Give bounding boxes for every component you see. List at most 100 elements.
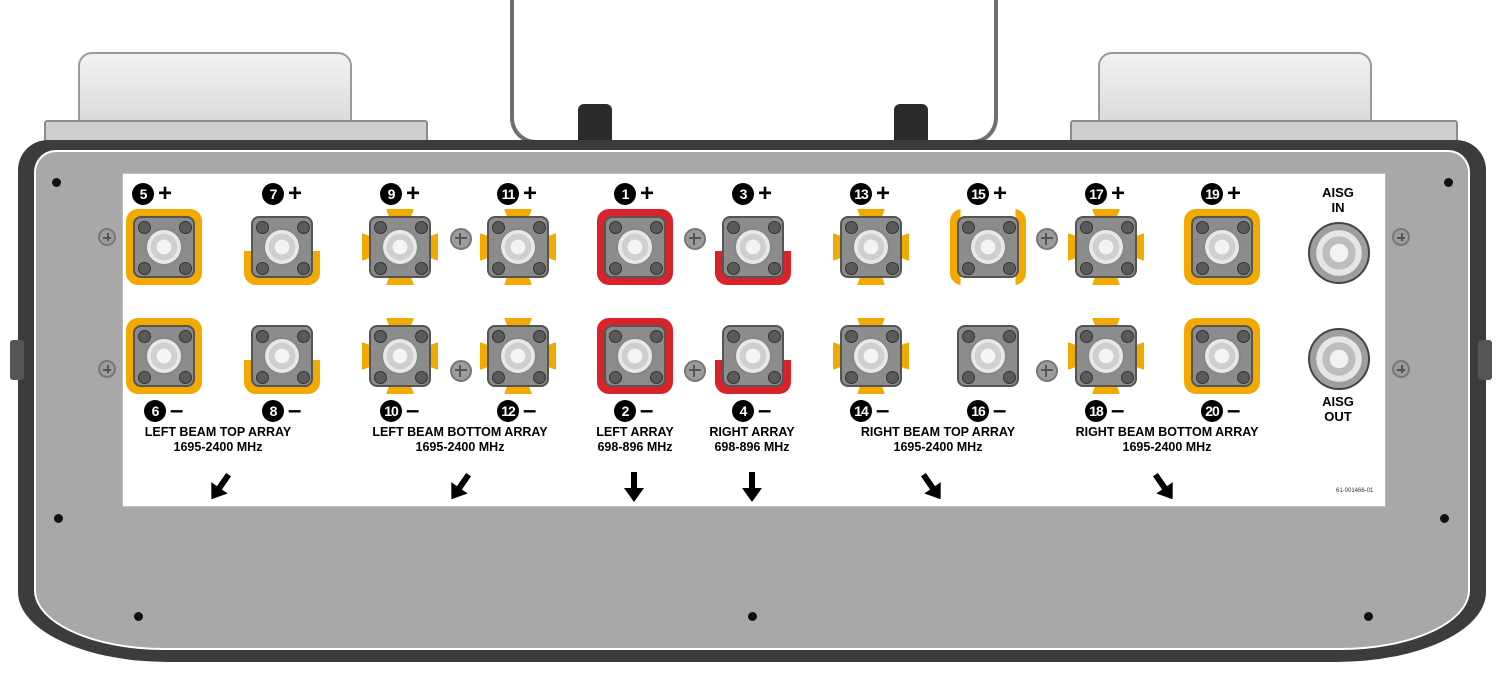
arrow-down-left-icon	[211, 472, 232, 500]
aisg-out-label-line2: OUT	[1324, 409, 1352, 424]
port-label-9: 9+	[380, 180, 421, 207]
connector-port-19	[1184, 209, 1260, 285]
mounting-hole	[1444, 178, 1453, 187]
port-label-14: 14–	[850, 397, 890, 424]
connector-port-15	[950, 209, 1026, 285]
port-number: 11	[497, 183, 519, 205]
port-polarity: +	[406, 180, 421, 207]
group-name: RIGHT BEAM TOP ARRAY	[860, 425, 1016, 439]
port-label-15: 15+	[967, 180, 1008, 207]
port-polarity: +	[993, 180, 1008, 207]
port-label-11: 11+	[497, 180, 538, 207]
port-label-12: 12–	[497, 397, 537, 424]
port-number: 9	[380, 183, 402, 205]
port-polarity: +	[288, 180, 303, 207]
port-number: 4	[732, 400, 754, 422]
plate-screw	[684, 360, 706, 382]
arrow-down-right-icon	[920, 472, 941, 500]
port-number: 18	[1085, 400, 1107, 422]
port-polarity: –	[523, 397, 537, 424]
port-label-19: 19+	[1201, 180, 1242, 207]
port-polarity: +	[1227, 180, 1242, 207]
port-label-8: 8–	[262, 397, 302, 424]
connector-port-11	[480, 209, 556, 285]
port-number: 20	[1201, 400, 1223, 422]
plate-screw	[450, 228, 472, 250]
panel-screw	[98, 228, 116, 246]
port-number: 3	[732, 183, 754, 205]
panel-screw	[98, 360, 116, 378]
port-polarity: –	[288, 397, 302, 424]
part-number: 61-001466-01	[1336, 488, 1374, 494]
group-frequency: 1695-2400 MHz	[415, 440, 505, 454]
port-number: 8	[262, 400, 284, 422]
connector-port-4	[715, 318, 791, 394]
connector-port-14	[833, 318, 909, 394]
port-number: 14	[850, 400, 872, 422]
mounting-hole	[54, 514, 63, 523]
connector-port-16	[950, 318, 1026, 394]
arrow-down-icon	[624, 472, 644, 502]
port-number: 12	[497, 400, 519, 422]
connector-port-1	[597, 209, 673, 285]
port-number: 6	[144, 400, 166, 422]
port-number: 5	[132, 183, 154, 205]
connector-port-5	[126, 209, 202, 285]
group-name: LEFT BEAM TOP ARRAY	[144, 425, 292, 439]
port-polarity: +	[523, 180, 538, 207]
right-side-tab	[1478, 340, 1492, 380]
arrow-down-left-icon	[451, 472, 472, 500]
group-frequency: 698-896 MHz	[597, 440, 673, 454]
plate-screw	[684, 228, 706, 250]
connector-port-2	[597, 318, 673, 394]
port-label-3: 3+	[732, 180, 773, 207]
port-label-17: 17+	[1085, 182, 1125, 206]
port-number: 13	[850, 183, 872, 205]
port-label-16: 16–	[967, 399, 1006, 423]
connector-port-7	[244, 209, 320, 285]
port-number: 17	[1085, 183, 1107, 205]
aisg-out-label-line1: AISG	[1322, 394, 1354, 409]
port-number: 15	[967, 183, 989, 205]
port-label-20: 20–	[1201, 397, 1241, 424]
group-name: LEFT BEAM BOTTOM ARRAY	[372, 425, 548, 439]
connector-port-3	[715, 209, 791, 285]
port-polarity: –	[758, 397, 772, 424]
port-polarity: +	[640, 180, 655, 207]
group-name: RIGHT ARRAY	[709, 425, 795, 439]
group-frequency: 1695-2400 MHz	[893, 440, 983, 454]
connector-port-18	[1068, 318, 1144, 394]
mounting-hole	[134, 612, 143, 621]
connector-port-10	[362, 318, 438, 394]
group-frequency: 698-896 MHz	[714, 440, 790, 454]
panel-screw	[1392, 228, 1410, 246]
connector-port-8	[244, 318, 320, 394]
connector-port-17	[1068, 209, 1144, 285]
aisg-in-connector	[1308, 222, 1370, 284]
right-cable-connector	[888, 104, 934, 150]
group-frequency: 1695-2400 MHz	[1122, 440, 1212, 454]
panel-screw	[1392, 360, 1410, 378]
left-side-tab	[10, 340, 24, 380]
port-number: 10	[380, 400, 402, 422]
port-label-1: 1+	[614, 180, 655, 207]
port-polarity: +	[758, 180, 773, 207]
port-label-2: 2–	[614, 399, 653, 423]
aisg-in-label-line1: AISG	[1322, 185, 1354, 200]
mounting-hole	[1364, 612, 1373, 621]
port-polarity: –	[1111, 397, 1125, 424]
connector-port-6	[126, 318, 202, 394]
plate-screw	[1036, 228, 1058, 250]
arrow-down-right-icon	[1152, 472, 1173, 500]
port-number: 1	[614, 183, 636, 205]
plate-screw	[1036, 360, 1058, 382]
group-name: LEFT ARRAY	[596, 425, 674, 439]
port-polarity: –	[1227, 397, 1241, 424]
port-number: 2	[614, 400, 636, 422]
port-polarity: –	[876, 397, 890, 424]
port-label-4: 4–	[732, 397, 772, 424]
